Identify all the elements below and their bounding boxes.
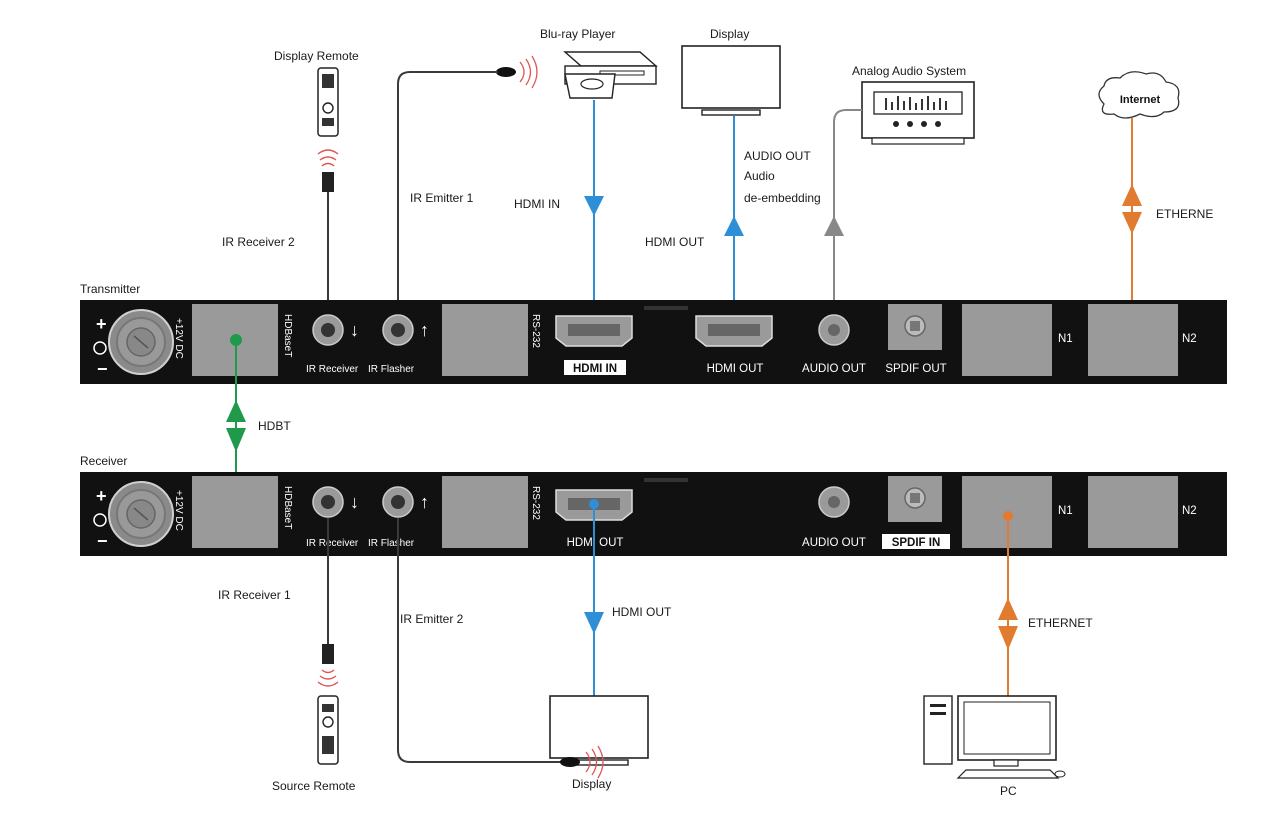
rx-n2-port — [1088, 476, 1178, 548]
hdmi-out-bottom-link-label: HDMI OUT — [612, 605, 672, 619]
tx-spdif-out-label: SPDIF OUT — [885, 363, 946, 375]
tx-hdmi-out-port — [695, 315, 773, 347]
ir-receiver-2-sensor — [322, 172, 334, 192]
rx-ir-receiver-jack — [312, 486, 344, 518]
rx-audio-out-jack — [818, 486, 850, 518]
ir-receiver-2-label: IR Receiver 2 — [222, 235, 295, 249]
rx-rs232-port — [442, 476, 528, 548]
ir-emitter-2-label: IR Emitter 2 — [400, 612, 464, 626]
receiver-title: Receiver — [80, 454, 127, 468]
hdmi-in-link-label: HDMI IN — [514, 197, 560, 211]
internet-label: Internet — [1120, 94, 1161, 106]
svg-text:−: − — [97, 531, 108, 551]
tx-hdbaset-label: HDBaseT — [282, 314, 293, 357]
svg-text:+: + — [96, 486, 107, 506]
ir-receiver-1-label: IR Receiver 1 — [218, 588, 291, 602]
audio-link-label-3: de-embedding — [744, 191, 821, 205]
hdbt-label: HDBT — [258, 419, 291, 433]
tx-hdmi-in-port — [555, 315, 633, 347]
ir-emitter-2-head-icon — [560, 745, 604, 779]
rx-rs232-label: RS-232 — [530, 486, 541, 520]
ir-receiver-1-sensor — [322, 644, 334, 664]
rx-power-jack — [108, 481, 174, 547]
bluray-player-label: Blu-ray Player — [540, 27, 615, 41]
display-top-label: Display — [710, 27, 749, 41]
display-remote-icon — [317, 67, 339, 137]
audio-arrow — [824, 216, 844, 236]
ir-signal-icon — [317, 669, 339, 687]
ir-emitter-1-label: IR Emitter 1 — [410, 191, 474, 205]
down-arrow-icon: ↓ — [350, 492, 359, 512]
tx-n2-label: N2 — [1182, 333, 1197, 345]
tx-audio-out-jack — [818, 314, 850, 346]
bluray-player-icon — [563, 51, 658, 99]
ethernet-bottom-label: ETHERNET — [1028, 616, 1093, 630]
tx-rs232-label: RS-232 — [530, 314, 541, 348]
tx-n2-port — [1088, 304, 1178, 376]
ir-signal-icon — [317, 149, 339, 167]
tx-power-jack — [108, 309, 174, 375]
rx-spdif-in-port — [888, 476, 942, 522]
tx-spdif-out-port — [888, 304, 942, 350]
ir-emitter-1-cable — [397, 71, 498, 318]
rx-n1-label: N1 — [1058, 505, 1073, 517]
hdmi-out-top-arrow — [724, 216, 744, 236]
up-arrow-icon: ↑ — [420, 492, 429, 512]
rx-audio-out-label: AUDIO OUT — [802, 537, 866, 549]
source-remote-label: Source Remote — [272, 779, 356, 793]
source-remote-icon — [317, 695, 339, 765]
rx-spdif-in-label: SPDIF IN — [892, 537, 941, 549]
rx-ir-flasher-jack — [382, 486, 414, 518]
analog-audio-label: Analog Audio System — [852, 64, 966, 78]
audio-link-label-2: Audio — [744, 169, 775, 183]
tx-hdmi-in-label: HDMI IN — [573, 363, 617, 375]
rx-ir-flasher-label: IR Flasher — [368, 538, 415, 549]
ir-emitter-1-head-icon — [496, 55, 538, 89]
tx-ir-flasher-jack — [382, 314, 414, 346]
tx-power-label: +12V DC — [173, 318, 184, 359]
ir-emitter-2-cable — [397, 518, 562, 763]
tx-n1-port — [962, 304, 1052, 376]
tx-ir-receiver-label: IR Receiver — [306, 364, 359, 375]
transmitter-title: Transmitter — [80, 282, 140, 296]
tx-n1-label: N1 — [1058, 333, 1073, 345]
tx-audio-out-label: AUDIO OUT — [802, 363, 866, 375]
rx-hdbaset-port — [192, 476, 278, 548]
hdmi-out-top-link-label: HDMI OUT — [645, 235, 705, 249]
pc-icon — [923, 695, 1066, 779]
svg-text:−: − — [97, 359, 108, 379]
tx-rs232-port — [442, 304, 528, 376]
tx-ir-flasher-label: IR Flasher — [368, 364, 415, 375]
audio-cable — [833, 109, 862, 318]
hdmi-out-bottom-arrow — [584, 612, 604, 634]
display-remote-label: Display Remote — [274, 49, 359, 63]
svg-text:+: + — [96, 314, 107, 334]
analog-audio-system-icon — [861, 81, 975, 145]
display-top-icon — [681, 45, 781, 116]
ethernet-top-label: ETHERNE — [1156, 207, 1213, 221]
down-arrow-icon: ↓ — [350, 320, 359, 340]
display-bottom-icon — [549, 695, 649, 766]
pc-label: PC — [1000, 784, 1017, 798]
display-bottom-label: Display — [572, 777, 611, 791]
rx-hdbaset-label: HDBaseT — [282, 486, 293, 529]
rx-power-label: +12V DC — [173, 490, 184, 531]
internet-cloud-icon — [1098, 71, 1180, 119]
up-arrow-icon: ↑ — [420, 320, 429, 340]
rx-n2-label: N2 — [1182, 505, 1197, 517]
tx-hdmi-out-label: HDMI OUT — [707, 363, 764, 375]
hdmi-in-arrow — [584, 196, 604, 216]
rx-ir-receiver-label: IR Receiver — [306, 538, 359, 549]
tx-ir-receiver-jack — [312, 314, 344, 346]
audio-out-link-label: AUDIO OUT — [744, 149, 811, 163]
